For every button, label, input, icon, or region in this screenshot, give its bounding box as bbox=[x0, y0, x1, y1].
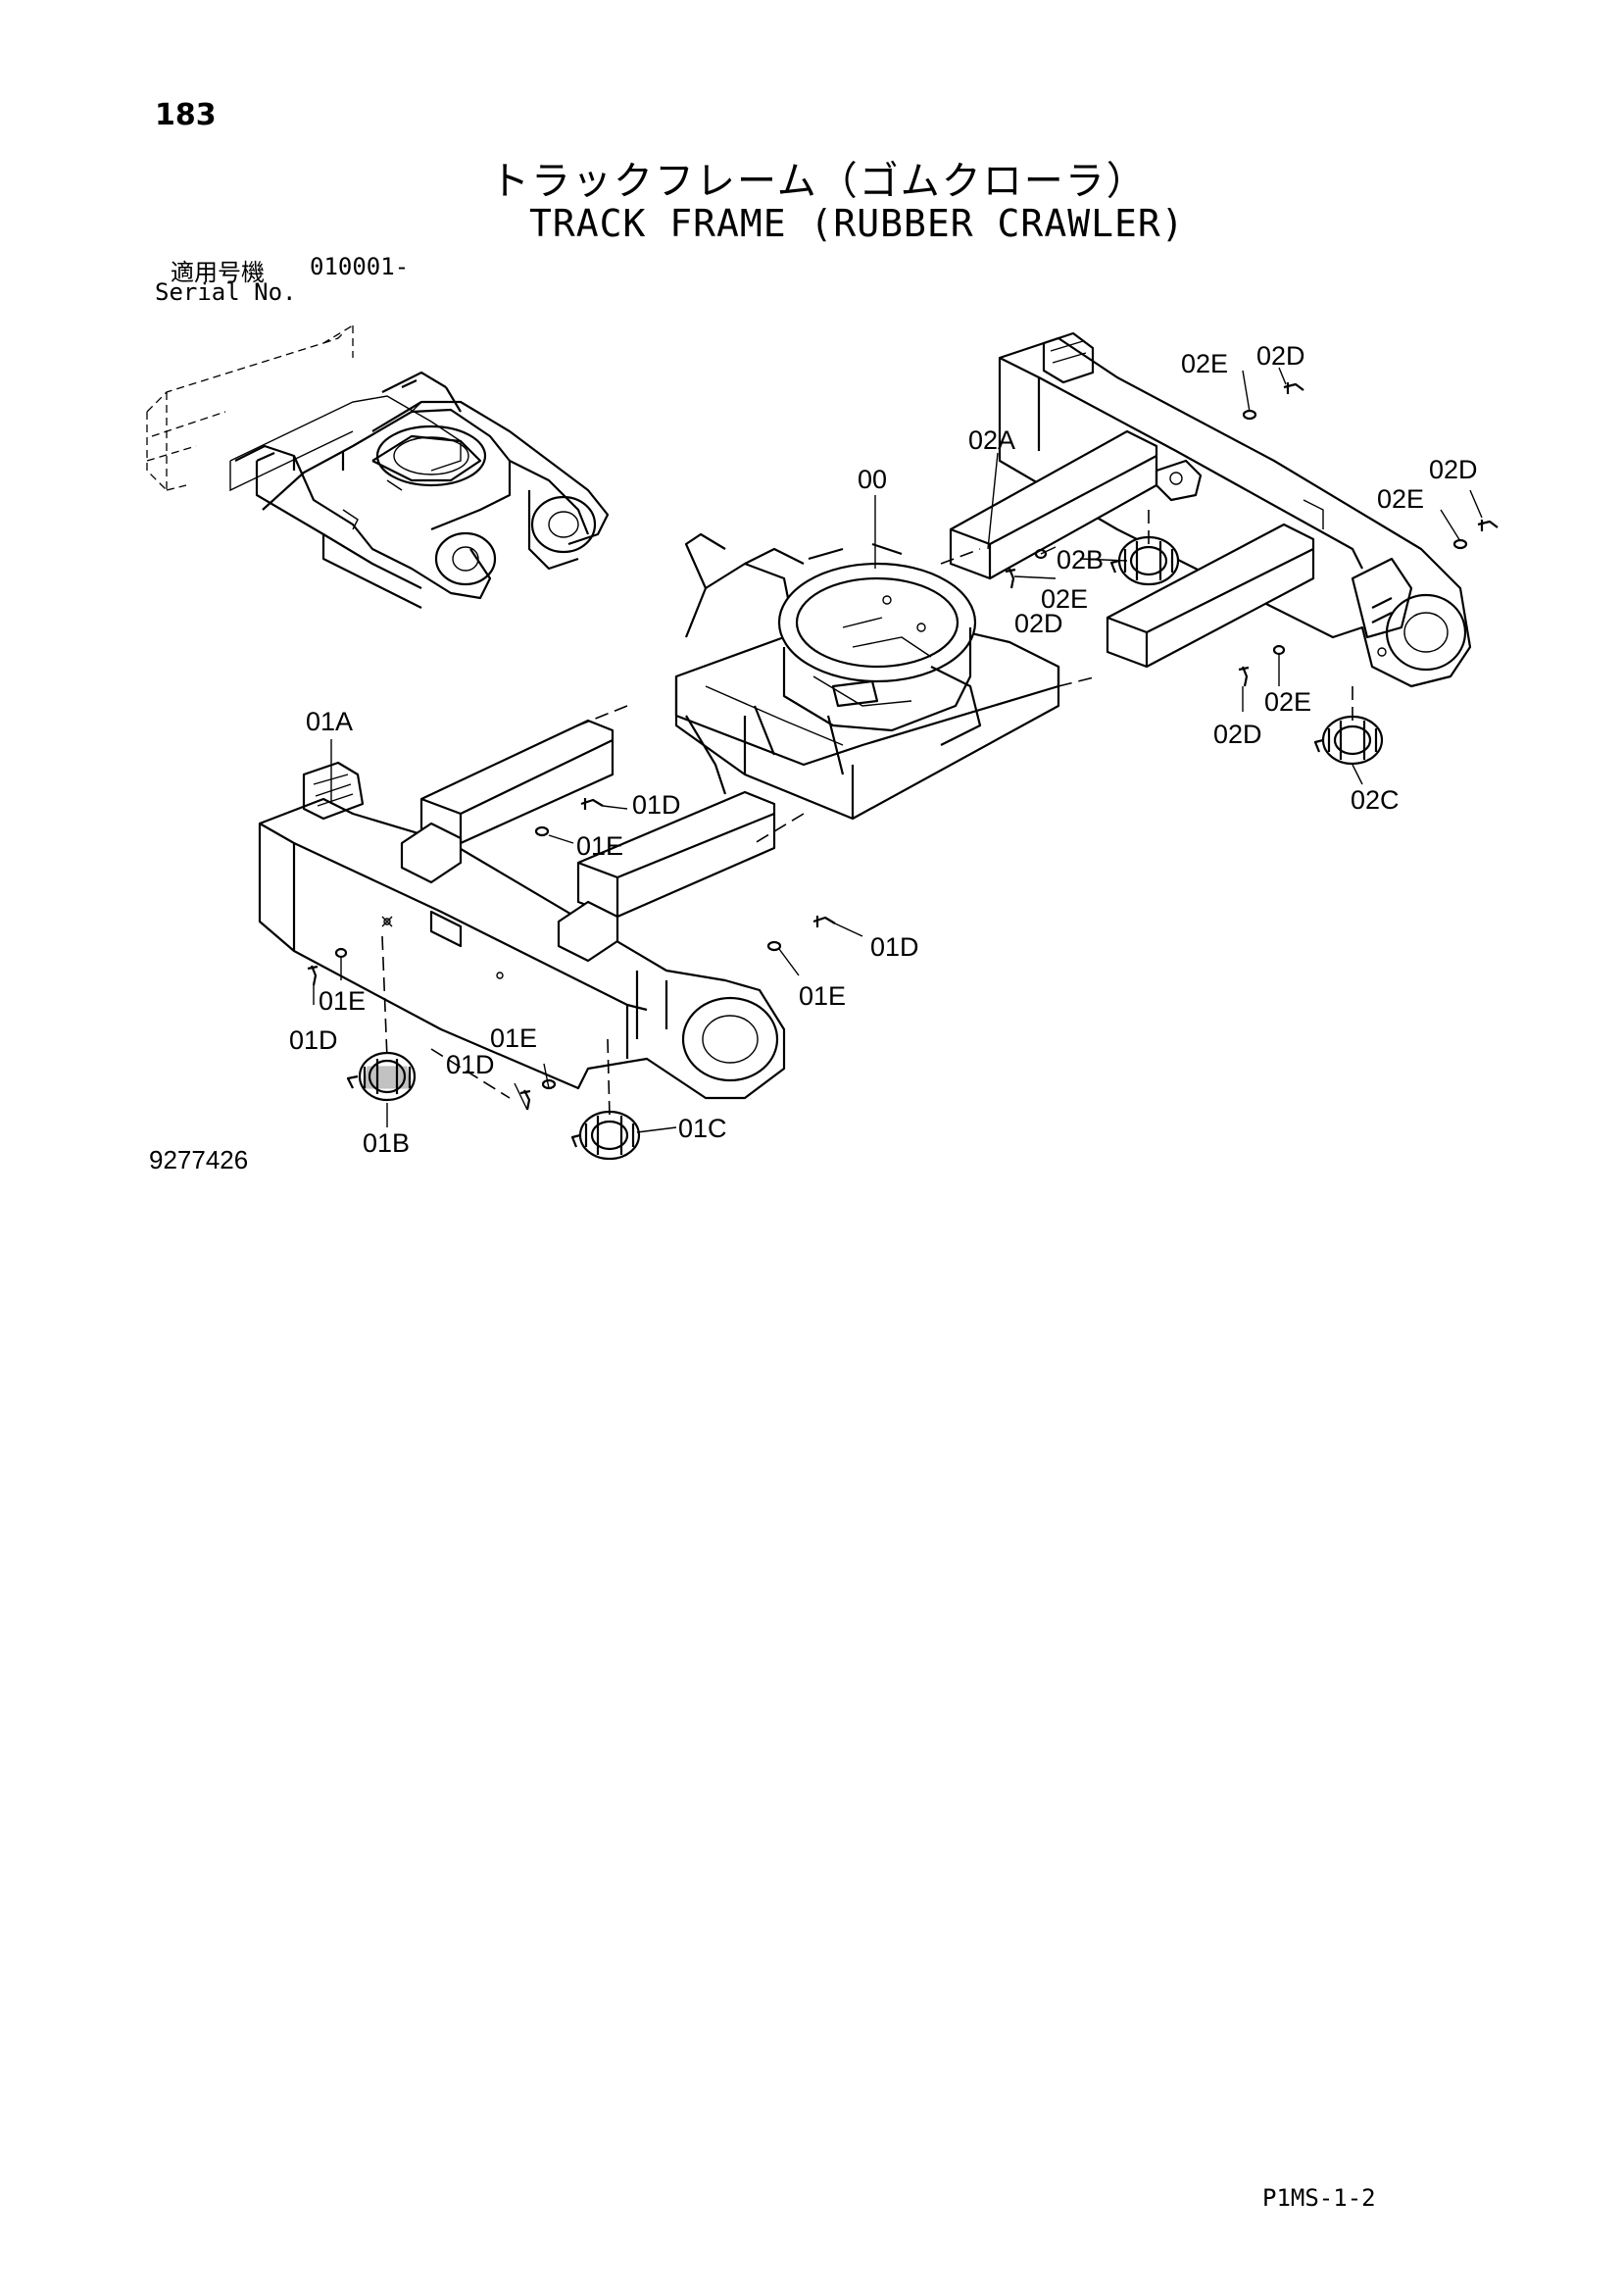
right-track-frame bbox=[949, 331, 1472, 688]
bolt-01D-right bbox=[812, 916, 836, 927]
washer-02E-right bbox=[1452, 538, 1468, 550]
center-frame bbox=[674, 532, 1060, 821]
callout-01D-4: 01D bbox=[446, 1050, 495, 1079]
washer-02E-mid bbox=[1034, 548, 1048, 560]
callout-01E-2: 01E bbox=[799, 981, 846, 1011]
left-track-frame bbox=[258, 719, 786, 1100]
callout-02A: 02A bbox=[968, 425, 1015, 455]
callout-01D-2: 01D bbox=[870, 932, 919, 962]
callout-01C: 01C bbox=[678, 1114, 727, 1143]
callout-02D-4: 02D bbox=[1213, 720, 1262, 749]
roller-02C bbox=[1313, 715, 1384, 766]
callout-00: 00 bbox=[858, 465, 887, 494]
title-japanese: トラックフレーム（ゴムクローラ） bbox=[490, 159, 1148, 204]
callout-02E-4: 02E bbox=[1264, 687, 1311, 717]
page-number: 183 bbox=[155, 98, 217, 132]
washer-01E-upper bbox=[534, 825, 550, 837]
bolt-02D-top bbox=[1283, 382, 1304, 394]
serial-value: 010001- bbox=[310, 253, 410, 280]
serial-label-english: Serial No. bbox=[155, 278, 297, 306]
callout-02D-2: 02D bbox=[1429, 455, 1478, 484]
serial-label-japanese: 適用号機 bbox=[171, 259, 265, 286]
bolt-02D-right bbox=[1477, 520, 1499, 531]
assembly-lines bbox=[381, 510, 1353, 1119]
bolt-02D-lower bbox=[1238, 666, 1250, 687]
bolt-01D-upper bbox=[580, 798, 604, 810]
drawing-number: 9277426 bbox=[149, 1145, 249, 1174]
roller-01B bbox=[346, 1051, 417, 1102]
title-english: TRACK FRAME (RUBBER CRAWLER) bbox=[529, 202, 1185, 245]
callout-01E-3: 01E bbox=[319, 986, 366, 1016]
callout-02E-2: 02E bbox=[1377, 484, 1424, 514]
bolt-01D-left bbox=[307, 965, 319, 986]
inset-location-view bbox=[146, 324, 610, 609]
callout-02C: 02C bbox=[1351, 785, 1400, 815]
callout-02D-1: 02D bbox=[1256, 341, 1305, 371]
callout-01D-1: 01D bbox=[632, 790, 681, 820]
callout-01B: 01B bbox=[363, 1128, 410, 1158]
callout-02D-3: 02D bbox=[1014, 609, 1063, 638]
callout-01E-4: 01E bbox=[490, 1023, 537, 1053]
roller-01C bbox=[570, 1110, 641, 1161]
callout-01E-1: 01E bbox=[576, 831, 623, 861]
bolt-01D-lower bbox=[519, 1089, 531, 1111]
leader-lines bbox=[313, 367, 1483, 1133]
washer-02E-top bbox=[1242, 409, 1257, 421]
callout-02B: 02B bbox=[1057, 545, 1104, 574]
callout-02E-1: 02E bbox=[1181, 349, 1228, 378]
bolt-02D-mid bbox=[1005, 568, 1016, 589]
washer-01E-right bbox=[766, 940, 782, 952]
washer-02E-lower bbox=[1272, 644, 1286, 656]
callout-01D-3: 01D bbox=[289, 1025, 338, 1055]
callout-02E-3: 02E bbox=[1041, 584, 1088, 614]
page-code: P1MS-1-2 bbox=[1262, 2184, 1376, 2212]
callout-01A: 01A bbox=[306, 707, 353, 736]
callout-labels: 00 01A 01B 01C 01D 01D 01D 01D 01E 01E 0… bbox=[289, 341, 1478, 1158]
